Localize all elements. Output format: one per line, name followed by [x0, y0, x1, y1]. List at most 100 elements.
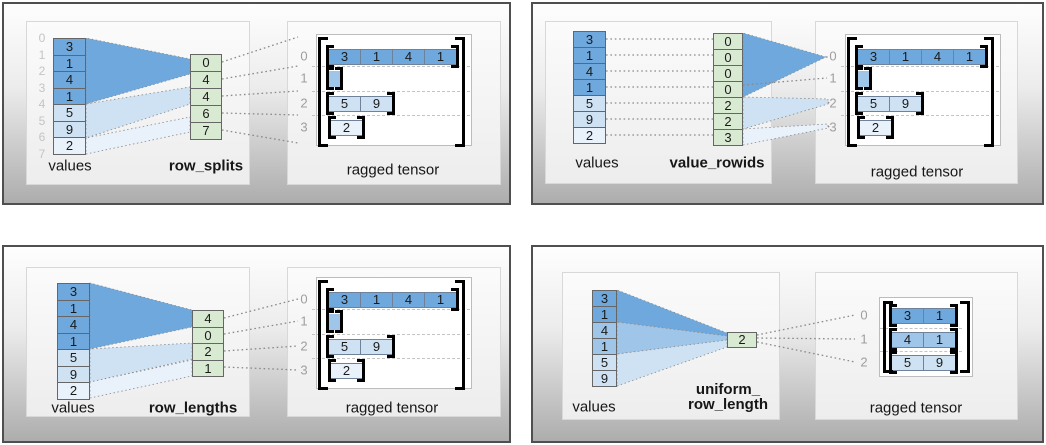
row-bracket-left-icon — [855, 92, 863, 115]
method-label: uniform_ row_length — [688, 382, 768, 412]
value-cell: 1 — [573, 47, 606, 64]
row-bracket-right-icon — [335, 67, 343, 90]
value-cell: 3 — [573, 31, 606, 48]
row-index-label: 2 — [300, 338, 308, 354]
method-cell: 3 — [713, 129, 743, 146]
method-cell: 7 — [190, 122, 222, 140]
row-bracket-right-icon — [950, 328, 958, 351]
split-index-label: 2 — [38, 64, 46, 78]
method-label-line1: row_splits — [168, 157, 244, 175]
row-separator — [312, 309, 470, 310]
row-bracket-left-icon — [326, 67, 334, 90]
value-cell: 3 — [57, 283, 90, 301]
row-separator — [880, 328, 962, 329]
row-index-label: 2 — [829, 95, 837, 111]
method-cell: 2 — [713, 97, 743, 114]
row-bracket-left-icon — [857, 116, 865, 139]
row-bracket-left-icon — [326, 335, 334, 358]
method-cell: 0 — [713, 49, 743, 66]
method-cell: 4 — [192, 310, 224, 328]
split-index-label: 5 — [38, 113, 46, 128]
row-index-label: 2 — [860, 354, 868, 370]
value-cell: 1 — [53, 54, 86, 72]
row-index-label: 0 — [829, 48, 837, 64]
row-bracket-right-icon — [357, 359, 365, 382]
method-cell: 0 — [190, 54, 222, 72]
values-label: values — [575, 154, 619, 172]
tensor-bracket-left-icon — [847, 37, 857, 147]
method-cell: 1 — [192, 359, 224, 377]
empty-row-cell — [329, 314, 342, 330]
value-cell: 9 — [53, 120, 86, 138]
split-index-label: 4 — [38, 97, 46, 111]
empty-row-cell — [329, 71, 342, 87]
row-separator — [841, 91, 999, 92]
row-index-label: 1 — [829, 70, 837, 86]
row-bracket-right-icon — [387, 335, 395, 358]
row-bracket-right-icon — [451, 45, 459, 68]
row-bracket-right-icon — [950, 304, 958, 327]
row-separator — [880, 351, 962, 352]
row-bracket-left-icon — [326, 310, 334, 333]
value-cell: 1 — [573, 79, 606, 96]
value-cell: 9 — [592, 370, 617, 387]
row-bracket-right-icon — [950, 351, 958, 374]
row-index-label: 0 — [860, 307, 868, 323]
row-separator — [841, 66, 999, 67]
value-cell: 5 — [573, 95, 606, 112]
method-cell: 2 — [713, 113, 743, 130]
row-bracket-right-icon — [451, 288, 459, 311]
row-index-label: 3 — [829, 119, 837, 135]
value-cell: 1 — [57, 332, 90, 350]
tensor-bracket-left-icon — [883, 301, 893, 373]
value-cell: 4 — [57, 316, 90, 334]
row-bracket-right-icon — [335, 310, 343, 333]
value-cell: 4 — [592, 322, 617, 339]
value-cell: 1 — [592, 338, 617, 355]
row-separator — [841, 115, 999, 116]
row-index-label: 1 — [860, 331, 868, 347]
row-separator — [312, 115, 470, 116]
row-bracket-left-icon — [855, 45, 863, 68]
method-cell: 2 — [192, 343, 224, 361]
method-label: value_rowids — [669, 156, 764, 171]
tensor-bracket-right-icon — [455, 280, 465, 390]
tensor-bracket-left-icon — [318, 280, 328, 390]
tensor-bracket-right-icon — [960, 301, 970, 373]
row-bracket-left-icon — [326, 45, 334, 68]
value-cell: 5 — [57, 349, 90, 367]
row-bracket-left-icon — [326, 288, 334, 311]
values-label: values — [572, 398, 616, 416]
value-cell: 3 — [53, 38, 86, 56]
ragged-tensor-label: ragged tensor — [346, 161, 440, 179]
row-bracket-left-icon — [328, 116, 336, 139]
method-cell: 0 — [713, 81, 743, 98]
tensor-cell: 1 — [360, 49, 393, 65]
row-index-label: 3 — [300, 119, 308, 135]
panel-uniform-row-length: values uniform_ row_length ragged tensor… — [531, 245, 1044, 443]
method-cell: 0 — [713, 33, 743, 50]
tensor-cell: 9 — [923, 355, 956, 371]
method-label: row_lengths — [149, 401, 237, 416]
method-cell: 0 — [192, 326, 224, 344]
method-label-line2: row_length — [687, 396, 769, 413]
values-label: values — [51, 399, 95, 417]
ragged-tensor-label: ragged tensor — [869, 399, 963, 417]
row-index-label: 0 — [300, 48, 308, 64]
row-separator — [312, 91, 470, 92]
split-index-label: 3 — [38, 80, 46, 95]
method-cell: 0 — [713, 65, 743, 82]
value-cell: 1 — [592, 306, 617, 323]
value-cell: 4 — [573, 63, 606, 80]
row-bracket-left-icon — [889, 328, 897, 351]
method-label-line1: uniform_ — [695, 381, 761, 398]
tensor-bracket-right-icon — [984, 37, 994, 147]
method-cell: 2 — [727, 332, 757, 348]
row-index-label: 0 — [300, 291, 308, 307]
values-label: values — [48, 157, 92, 175]
tensor-cell: 1 — [889, 49, 922, 65]
value-cell: 5 — [53, 104, 86, 122]
